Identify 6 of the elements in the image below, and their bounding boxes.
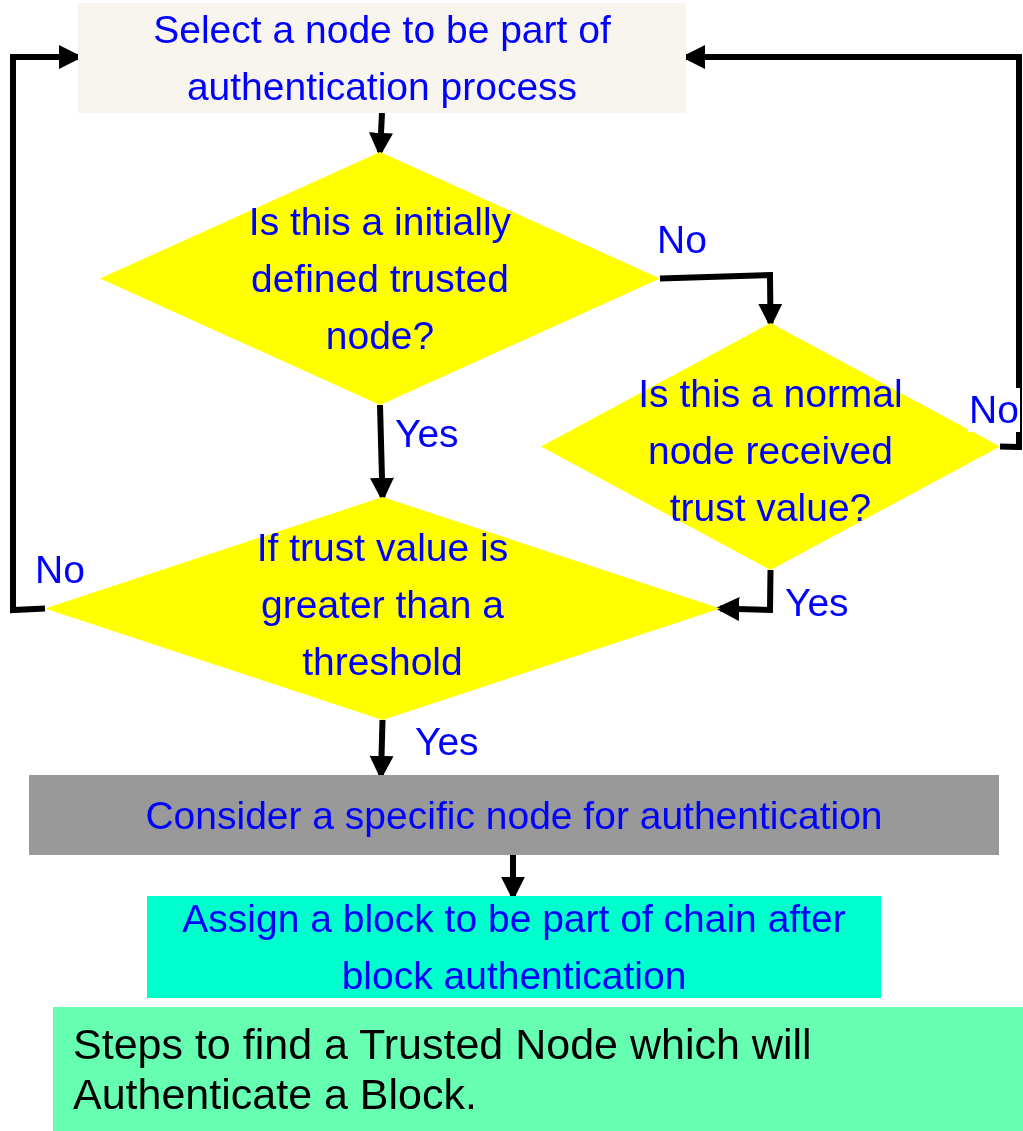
caption-box: Steps to find a Trusted Node which will Authenticate a Block. bbox=[53, 1007, 1023, 1131]
process-box: Assign a block to be part of chain after block authentication bbox=[147, 896, 881, 998]
process-box: Consider a specific node for authentication bbox=[29, 775, 999, 855]
process-box: Select a node to be part of authentication process bbox=[78, 3, 686, 113]
edge-label: No bbox=[968, 388, 1020, 432]
arrow bbox=[715, 569, 774, 622]
